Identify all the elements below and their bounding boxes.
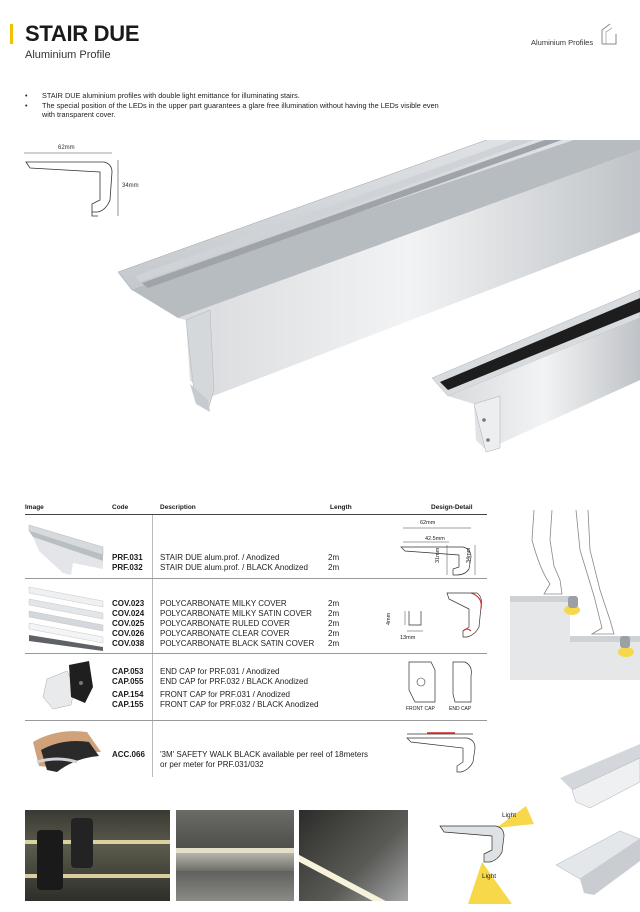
profile-thumbnail (28, 524, 104, 575)
light-label-top: Light (502, 812, 517, 819)
feature-list: STAIR DUE aluminium profiles with double… (25, 91, 445, 120)
product-description: STAIR DUE alum.prof. / Anodized (160, 553, 280, 562)
covers-thumbnail (28, 586, 104, 651)
product-length: 2m (328, 553, 340, 562)
product-description: STAIR DUE alum.prof. / BLACK Anodized (160, 563, 308, 572)
product-code: COV.038 (112, 639, 145, 648)
product-length: 2m (328, 599, 340, 608)
table-row: PRF.031 PRF.032 STAIR DUE alum.prof. / A… (25, 515, 487, 579)
table-header: Image Code Description Length Design-Det… (25, 503, 487, 515)
product-length: 2m (328, 639, 340, 648)
product-code: CAP.155 (112, 700, 144, 709)
product-length: 2m (328, 563, 340, 572)
profile-photo-top (560, 744, 640, 808)
caps-drawing (408, 661, 472, 703)
light-label-bottom: Light (482, 873, 497, 880)
product-description: FRONT CAP for PRF.032 / BLACK Anodized (160, 700, 319, 709)
category-label: Aluminium Profiles (531, 38, 594, 47)
product-description: FRONT CAP for PRF.031 / Anodized (160, 690, 290, 699)
product-code: CAP.053 (112, 667, 144, 676)
hero-height-dimension: 34mm (122, 183, 139, 189)
dimension-width: 62mm (420, 520, 436, 526)
cover-height-dimension: 4mm (386, 612, 392, 625)
dimension-inner: 42.5mm (425, 536, 445, 542)
col-description: Description (160, 504, 196, 511)
product-description: POLYCARBONATE MILKY SATIN COVER (160, 609, 312, 618)
hero-profile-illustration (24, 140, 640, 453)
product-description: END CAP for PRF.032 / BLACK Anodized (160, 677, 308, 686)
col-image: Image (25, 504, 44, 511)
stair-photo-3 (299, 810, 408, 901)
stair-illustration (510, 510, 640, 680)
product-code: COV.023 (112, 599, 145, 608)
product-code: CAP.154 (112, 690, 144, 699)
cover-width-dimension: 13mm (400, 635, 416, 641)
table-row: CAP.053 CAP.055 CAP.154 CAP.155 END CAP … (25, 654, 487, 721)
profile-photo-bottom (555, 830, 640, 895)
product-description: '3M' SAFETY WALK BLACK available per ree… (160, 750, 369, 759)
caps-thumbnail (42, 661, 93, 710)
product-length: 2m (328, 619, 340, 628)
front-cap-label: FRONT CAP (406, 706, 435, 712)
product-description: POLYCARBONATE CLEAR COVER (160, 629, 290, 638)
safety-walk-thumbnail (33, 731, 101, 772)
product-code: CAP.055 (112, 677, 144, 686)
product-code: COV.025 (112, 619, 145, 628)
page-subtitle: Aluminium Profile (25, 49, 111, 61)
product-code: COV.024 (112, 609, 145, 618)
stair-photo-1 (25, 810, 170, 901)
end-cap-label: END CAP (449, 706, 472, 712)
table-row: ACC.066 '3M' SAFETY WALK BLACK available… (25, 721, 487, 777)
hero-dimension-drawing (24, 152, 119, 217)
product-description: POLYCARBONATE RULED COVER (160, 619, 290, 628)
product-code: COV.026 (112, 629, 145, 638)
profile-section-drawing (400, 527, 476, 576)
product-description: END CAP for PRF.031 / Anodized (160, 667, 280, 676)
product-description: POLYCARBONATE BLACK SATIN COVER (160, 639, 315, 648)
profile-corner-icon (601, 23, 617, 45)
light-emission-diagram (439, 806, 534, 904)
product-code: PRF.031 (112, 553, 143, 562)
hero-width-dimension: 62mm (58, 145, 75, 151)
product-length: 2m (328, 609, 340, 618)
product-description: or per meter for PRF.031/032 (160, 760, 264, 769)
feature-item: STAIR DUE aluminium profiles with double… (25, 91, 445, 101)
safety-walk-drawing (406, 732, 476, 773)
page-title: STAIR DUE (25, 21, 140, 46)
product-description: POLYCARBONATE MILKY COVER (160, 599, 287, 608)
accent-bar (10, 24, 13, 44)
table-row: COV.023 COV.024 COV.025 COV.026 COV.038 … (25, 579, 487, 654)
col-length: Length (330, 504, 352, 511)
col-design-detail: Design-Detail (431, 504, 473, 511)
dimension-h2: 34mm (466, 547, 472, 563)
cover-section-drawing (404, 592, 482, 638)
stair-photo-2 (176, 810, 294, 901)
dimension-h1: 31mm (435, 547, 441, 563)
product-code: PRF.032 (112, 563, 143, 572)
product-length: 2m (328, 629, 340, 638)
col-code: Code (112, 504, 129, 511)
feature-item: The special position of the LEDs in the … (25, 101, 445, 120)
product-code: ACC.066 (112, 750, 145, 759)
